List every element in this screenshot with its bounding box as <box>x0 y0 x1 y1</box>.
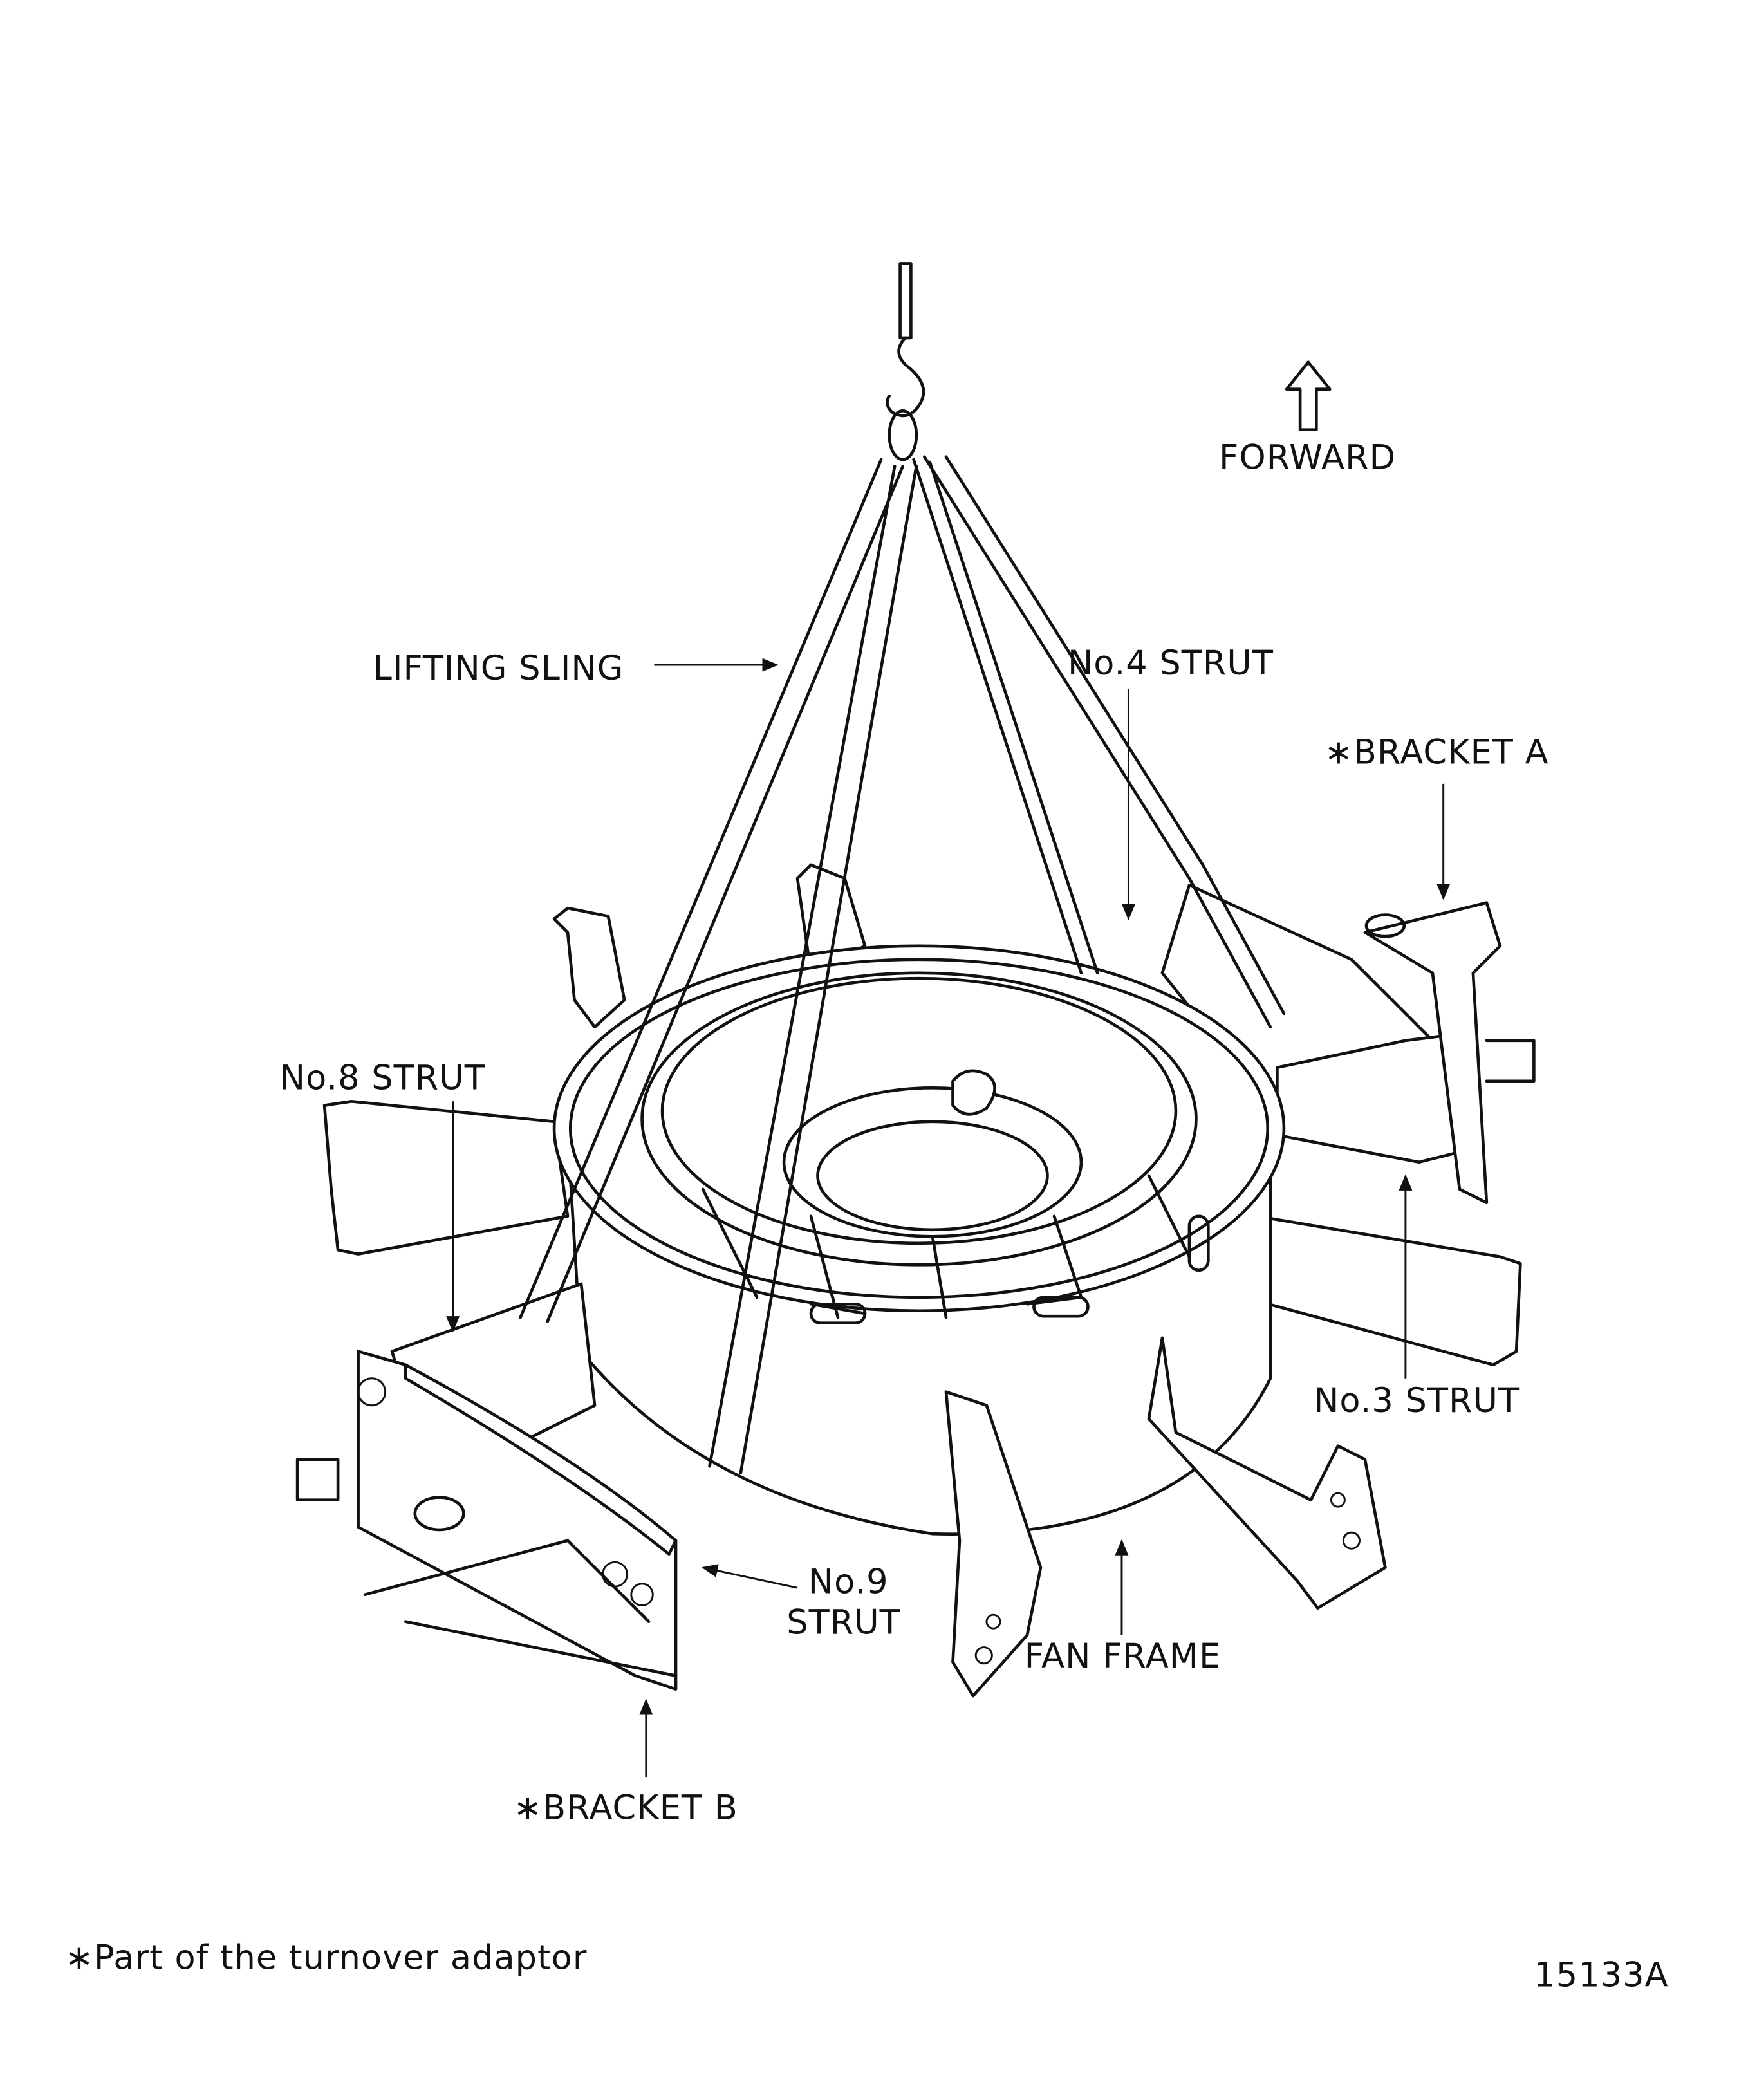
lifting-hook <box>886 262 925 461</box>
forward-arrow-icon <box>1285 360 1332 432</box>
no9-strut-label-line1: No.9 <box>808 1563 889 1602</box>
no3-strut-label: No.3 STRUT <box>1314 1381 1520 1420</box>
fan-frame-struts-front <box>944 1336 1387 1698</box>
figure-id: 15133A <box>1534 1956 1668 1995</box>
no9-strut-label-line2: STRUT <box>786 1603 901 1642</box>
fan-frame-struts-back <box>322 863 1522 1367</box>
fan-frame <box>552 944 1286 1536</box>
no8-strut-label: No.8 STRUT <box>280 1058 486 1097</box>
no4-strut-label: No.4 STRUT <box>1068 644 1274 683</box>
footnote: ∗Part of the turnover adaptor <box>65 1938 588 1977</box>
bracket-a-label: ∗BRACKET A <box>1325 732 1549 772</box>
bracket-b-label: ∗BRACKET B <box>514 1788 738 1827</box>
bracket-b <box>295 1282 678 1691</box>
bracket-a <box>1363 901 1536 1205</box>
lifting-sling <box>519 455 1286 1475</box>
fan-frame-label: FAN FRAME <box>1025 1637 1222 1676</box>
forward-label: FORWARD <box>1219 438 1396 478</box>
lifting-sling-label: LIFTING SLING <box>373 649 624 688</box>
